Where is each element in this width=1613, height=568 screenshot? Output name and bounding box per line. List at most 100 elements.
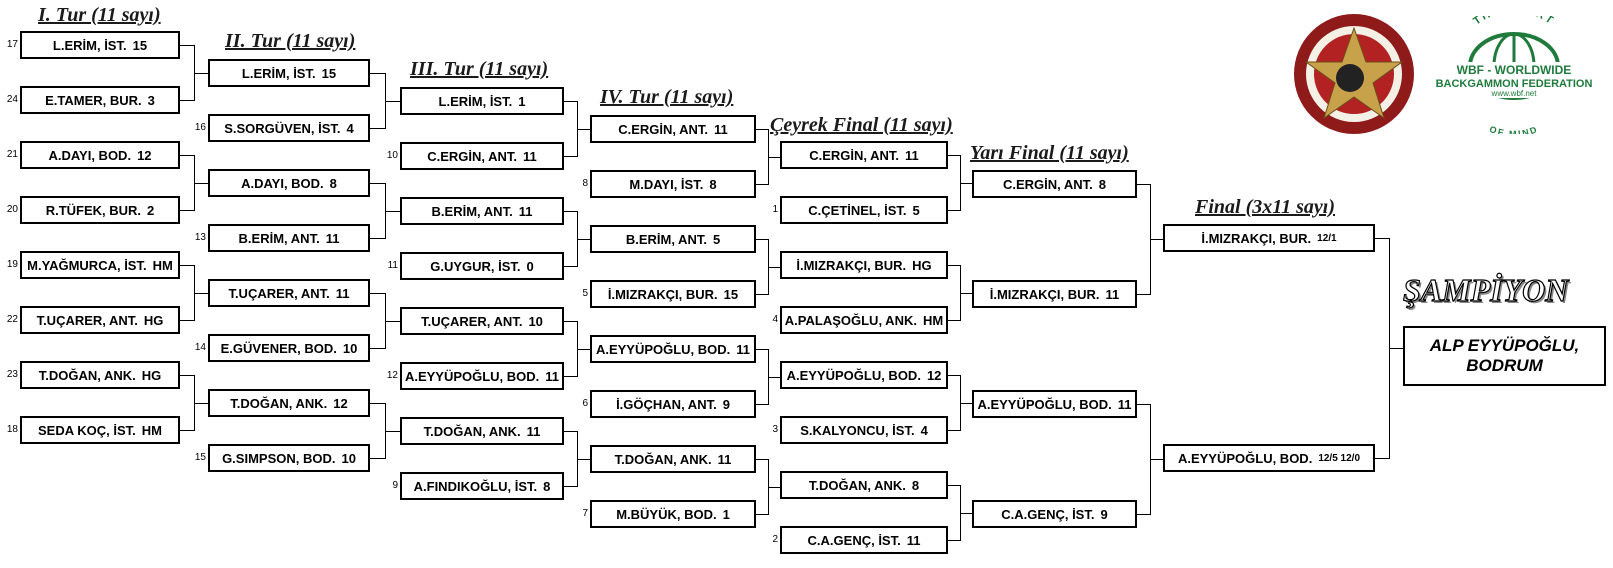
player-slot[interactable]: B.ERİM, ANT.11 bbox=[208, 224, 370, 252]
player-score: 0 bbox=[526, 258, 534, 274]
connector bbox=[385, 101, 400, 102]
player-slot[interactable]: T.DOĞAN, ANK.11 bbox=[400, 417, 564, 445]
player-slot[interactable]: G.UYGUR, İST.0 bbox=[400, 252, 564, 280]
connector bbox=[577, 349, 590, 350]
player-slot[interactable]: A.EYYÜPOĞLU, BOD.12 bbox=[780, 361, 948, 389]
connector bbox=[1137, 514, 1150, 515]
connector bbox=[1137, 294, 1150, 295]
player-slot[interactable]: İ.GÖÇHAN, ANT.9 bbox=[590, 390, 756, 418]
player-name: L.ERİM, İST. bbox=[438, 93, 513, 109]
club-seal-logo bbox=[1292, 12, 1416, 141]
player-name: B.ERİM, ANT. bbox=[238, 230, 320, 246]
seed-number: 9 bbox=[392, 480, 398, 491]
player-name: A.DAYI, BOD. bbox=[241, 175, 324, 191]
player-slot[interactable]: T.DOĞAN, ANK.HG bbox=[20, 361, 180, 389]
seed-number: 20 bbox=[6, 204, 18, 215]
seed-number: 1 bbox=[772, 204, 778, 215]
player-name: L.ERİM, İST. bbox=[52, 37, 127, 53]
player-name: T.UÇARER, ANT. bbox=[36, 312, 138, 328]
connector bbox=[180, 100, 194, 101]
player-slot[interactable]: İ.MIZRAKÇI, BUR. HG bbox=[780, 251, 948, 279]
player-score: 11 bbox=[545, 368, 560, 384]
player-score: 8 bbox=[1098, 176, 1107, 192]
player-slot[interactable]: E.TAMER, BUR.3 bbox=[20, 86, 180, 114]
player-name: İ.MIZRAKÇI, BUR. bbox=[1201, 230, 1312, 246]
player-slot[interactable]: G.SIMPSON, BOD.10 bbox=[208, 444, 370, 472]
player-name: İ.MIZRAKÇI, BUR. bbox=[989, 286, 1100, 302]
player-slot[interactable]: A.DAYI, BOD.12 bbox=[20, 141, 180, 169]
wbf-line1: WBF - WORLDWIDE bbox=[1457, 63, 1572, 77]
player-slot[interactable]: S.SORGÜVEN, İST.4 bbox=[208, 114, 370, 142]
player-slot[interactable]: İ.MIZRAKÇI, BUR.11 bbox=[972, 280, 1137, 308]
player-slot[interactable]: C.ERGİN, ANT.11 bbox=[400, 142, 564, 170]
player-slot[interactable]: T.DOĞAN, ANK.8 bbox=[780, 471, 948, 499]
player-slot[interactable]: A.PALAŞOĞLU, ANK.HM bbox=[780, 306, 948, 334]
player-name: İ.MIZRAKÇI, BUR. bbox=[796, 257, 907, 273]
player-slot[interactable]: C.ERGİN, ANT.11 bbox=[780, 141, 948, 169]
connector bbox=[1389, 348, 1403, 349]
player-slot[interactable]: C.ÇETİNEL, İST.5 bbox=[780, 196, 948, 224]
connector bbox=[948, 375, 960, 376]
player-slot[interactable]: S.KALYONCU, İST.4 bbox=[780, 416, 948, 444]
player-slot[interactable]: A.FINDIKOĞLU, İST.8 bbox=[400, 472, 564, 500]
connector bbox=[756, 514, 768, 515]
player-name: G.SIMPSON, BOD. bbox=[222, 450, 336, 466]
player-name: C.A.GENÇ, İST. bbox=[1001, 506, 1095, 522]
player-slot[interactable]: SEDA KOÇ, İST.HM bbox=[20, 416, 180, 444]
connector bbox=[1375, 458, 1389, 459]
player-score: 5 bbox=[712, 231, 721, 247]
player-name: C.ERGİN, ANT. bbox=[1002, 176, 1093, 192]
player-slot[interactable]: A.EYYÜPOĞLU, BOD.12/5 12/0 bbox=[1163, 444, 1375, 472]
connector bbox=[180, 155, 194, 156]
player-slot[interactable]: A.EYYÜPOĞLU, BOD. 11 bbox=[400, 362, 564, 390]
player-name: B.ERİM, ANT. bbox=[625, 231, 707, 247]
player-name: M.DAYI, İST. bbox=[629, 176, 704, 192]
seed-number: 15 bbox=[194, 452, 206, 463]
player-slot[interactable]: L.ERİM, İST.15 bbox=[208, 59, 370, 87]
player-slot[interactable]: B.ERİM, ANT. 5 bbox=[590, 225, 756, 253]
player-slot[interactable]: M.BÜYÜK, BOD.1 bbox=[590, 500, 756, 528]
player-slot[interactable]: A.EYYÜPOĞLU, BOD.11 bbox=[590, 335, 756, 363]
player-slot[interactable]: T.UÇARER, ANT.11 bbox=[208, 279, 370, 307]
player-slot[interactable]: T.UÇARER, ANT.HG bbox=[20, 306, 180, 334]
seed-number: 2 bbox=[772, 534, 778, 545]
player-slot[interactable]: C.A.GENÇ, İST.9 bbox=[972, 500, 1137, 528]
seed-number: 11 bbox=[387, 260, 398, 271]
champion-box: ALP EYYÜPOĞLU, BODRUM bbox=[1403, 326, 1606, 386]
connector bbox=[577, 459, 590, 460]
player-name: İ.MIZRAKÇI, BUR. bbox=[607, 286, 718, 302]
player-score: HM bbox=[141, 422, 162, 438]
player-slot[interactable]: M.DAYI, İST.8 bbox=[590, 170, 756, 198]
player-name: T.DOĞAN, ANK. bbox=[38, 367, 136, 383]
connector bbox=[768, 267, 780, 268]
player-slot[interactable]: İ.MIZRAKÇI, BUR.12/1 bbox=[1163, 224, 1375, 252]
player-slot[interactable]: A.DAYI, BOD. 8 bbox=[208, 169, 370, 197]
player-slot[interactable]: C.ERGİN, ANT. 8 bbox=[972, 170, 1137, 198]
round-header-5: Çeyrek Final (11 sayı) bbox=[770, 114, 953, 136]
player-score: 8 bbox=[329, 175, 337, 191]
connector bbox=[180, 265, 194, 266]
player-slot[interactable]: M.YAĞMURCA, İST.HM bbox=[20, 251, 180, 279]
player-slot[interactable]: İ.MIZRAKÇI, BUR.15 bbox=[590, 280, 756, 308]
player-score: 1 bbox=[518, 93, 526, 109]
player-name: A.EYYÜPOĞLU, BOD. bbox=[786, 367, 921, 383]
connector bbox=[768, 157, 780, 158]
player-slot[interactable]: A.EYYÜPOĞLU, BOD.11 bbox=[972, 390, 1137, 418]
connector bbox=[756, 294, 768, 295]
player-slot[interactable]: C.ERGİN, ANT.11 bbox=[590, 115, 756, 143]
seed-number: 10 bbox=[386, 150, 398, 161]
player-slot[interactable]: L.ERİM, İST.15 bbox=[20, 31, 180, 59]
player-slot[interactable]: T.DOĞAN, ANK.12 bbox=[208, 389, 370, 417]
player-slot[interactable]: C.A.GENÇ, İST.11 bbox=[780, 526, 948, 554]
player-slot[interactable]: R.TÜFEK, BUR.2 bbox=[20, 196, 180, 224]
connector bbox=[370, 403, 385, 404]
player-slot[interactable]: B.ERİM, ANT.11 bbox=[400, 197, 564, 225]
seed-number: 19 bbox=[6, 259, 18, 270]
player-slot[interactable]: T.UÇARER, ANT.10 bbox=[400, 307, 564, 335]
player-slot[interactable]: E.GÜVENER, BOD.10 bbox=[208, 334, 370, 362]
player-score: HG bbox=[912, 257, 932, 273]
connector bbox=[756, 349, 768, 350]
player-name: A.EYYÜPOĞLU, BOD. bbox=[404, 368, 540, 384]
player-slot[interactable]: T.DOĞAN, ANK.11 bbox=[590, 445, 756, 473]
player-slot[interactable]: L.ERİM, İST. 1 bbox=[400, 87, 564, 115]
